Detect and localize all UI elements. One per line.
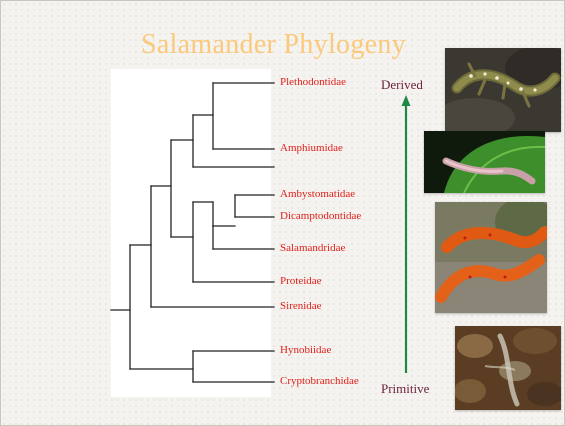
taxon-label-cryptobranchidae: Cryptobranchidae (280, 375, 359, 387)
taxon-label-plethodontidae: Plethodontidae (280, 76, 346, 88)
taxon-label-proteidae: Proteidae (280, 275, 322, 287)
derived-label: Derived (381, 77, 423, 93)
photo-spotted-salamander (445, 48, 561, 132)
photo-leaf-salamander (424, 131, 545, 193)
derived-primitive-arrow (402, 95, 411, 373)
taxon-label-amphiumidae: Amphiumidae (280, 142, 343, 154)
photo-stream-salamander (455, 326, 561, 410)
taxon-label-dicamptodontidae: Dicamptodontidae (280, 210, 361, 222)
taxon-label-ambystomatidae: Ambystomatidae (280, 188, 355, 200)
photo-red-newts (435, 202, 547, 313)
primitive-label: Primitive (381, 381, 429, 397)
taxon-label-sirenidae: Sirenidae (280, 300, 322, 312)
taxon-label-hynobiidae: Hynobiidae (280, 344, 331, 356)
taxon-label-salamandridae: Salamandridae (280, 242, 345, 254)
